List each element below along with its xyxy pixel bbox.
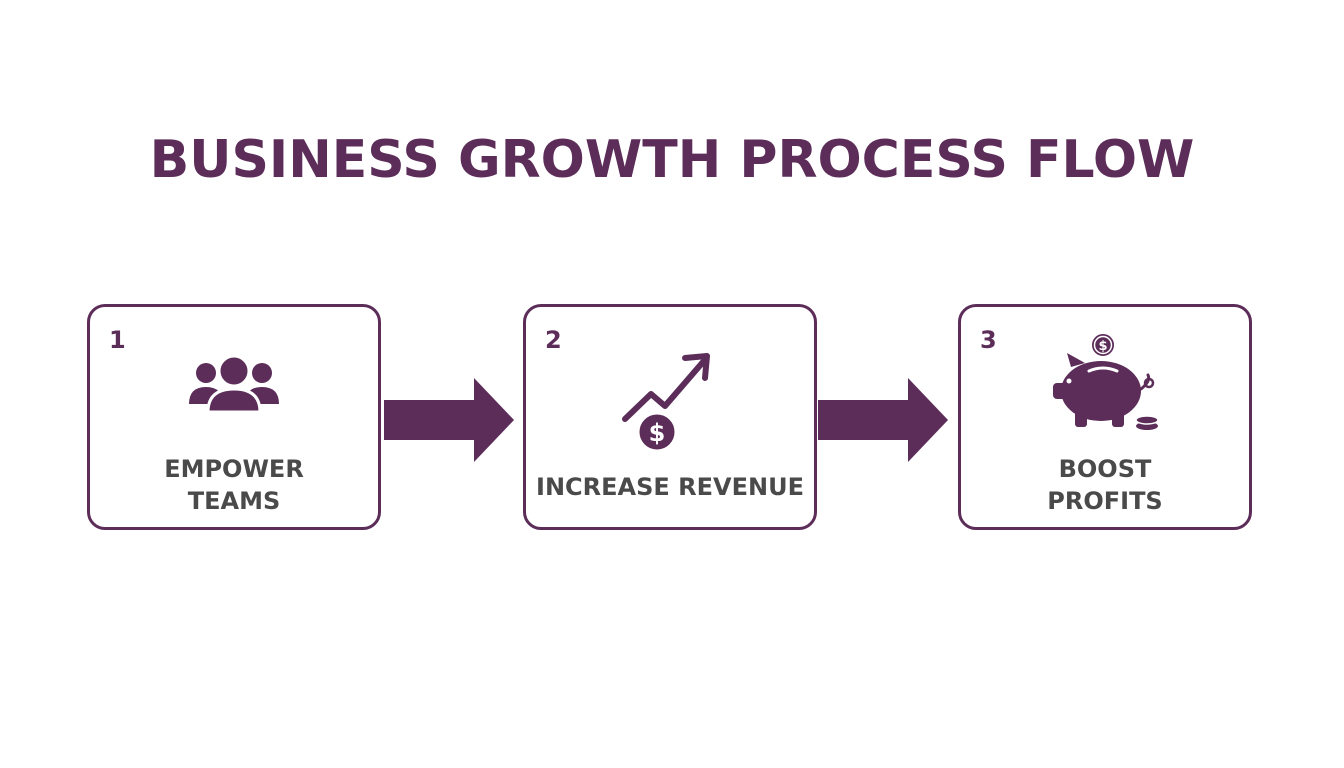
arrow-right-icon (818, 378, 948, 462)
step-box-boost-profits: 3 $ BOOST PRO (958, 304, 1252, 530)
step-label-line: BOOST (1058, 455, 1152, 483)
page-title: BUSINESS GROWTH PROCESS FLOW (149, 130, 1195, 190)
step-box-increase-revenue: 2 $ INCREASE REVENUE (523, 304, 817, 530)
step-number: 2 (545, 326, 562, 354)
piggy-bank-icon: $ (1053, 332, 1159, 430)
step-label-line: PROFITS (1047, 487, 1163, 515)
step-label: BOOST PROFITS (961, 453, 1249, 517)
step-label: EMPOWER TEAMS (90, 453, 378, 517)
team-icon (189, 354, 279, 414)
step-box-empower-teams: 1 EMPOWER TEAMS (87, 304, 381, 530)
step-number: 1 (109, 326, 126, 354)
revenue-growth-icon: $ (622, 353, 710, 452)
step-label-line: TEAMS (187, 487, 281, 515)
step-label-line: EMPOWER (164, 455, 304, 483)
step-number: 3 (980, 326, 997, 354)
arrow-right-icon (384, 378, 514, 462)
svg-text:$: $ (649, 419, 666, 447)
step-label: INCREASE REVENUE (526, 471, 814, 503)
svg-text:$: $ (1098, 339, 1107, 354)
step-label-line: INCREASE REVENUE (536, 473, 804, 501)
